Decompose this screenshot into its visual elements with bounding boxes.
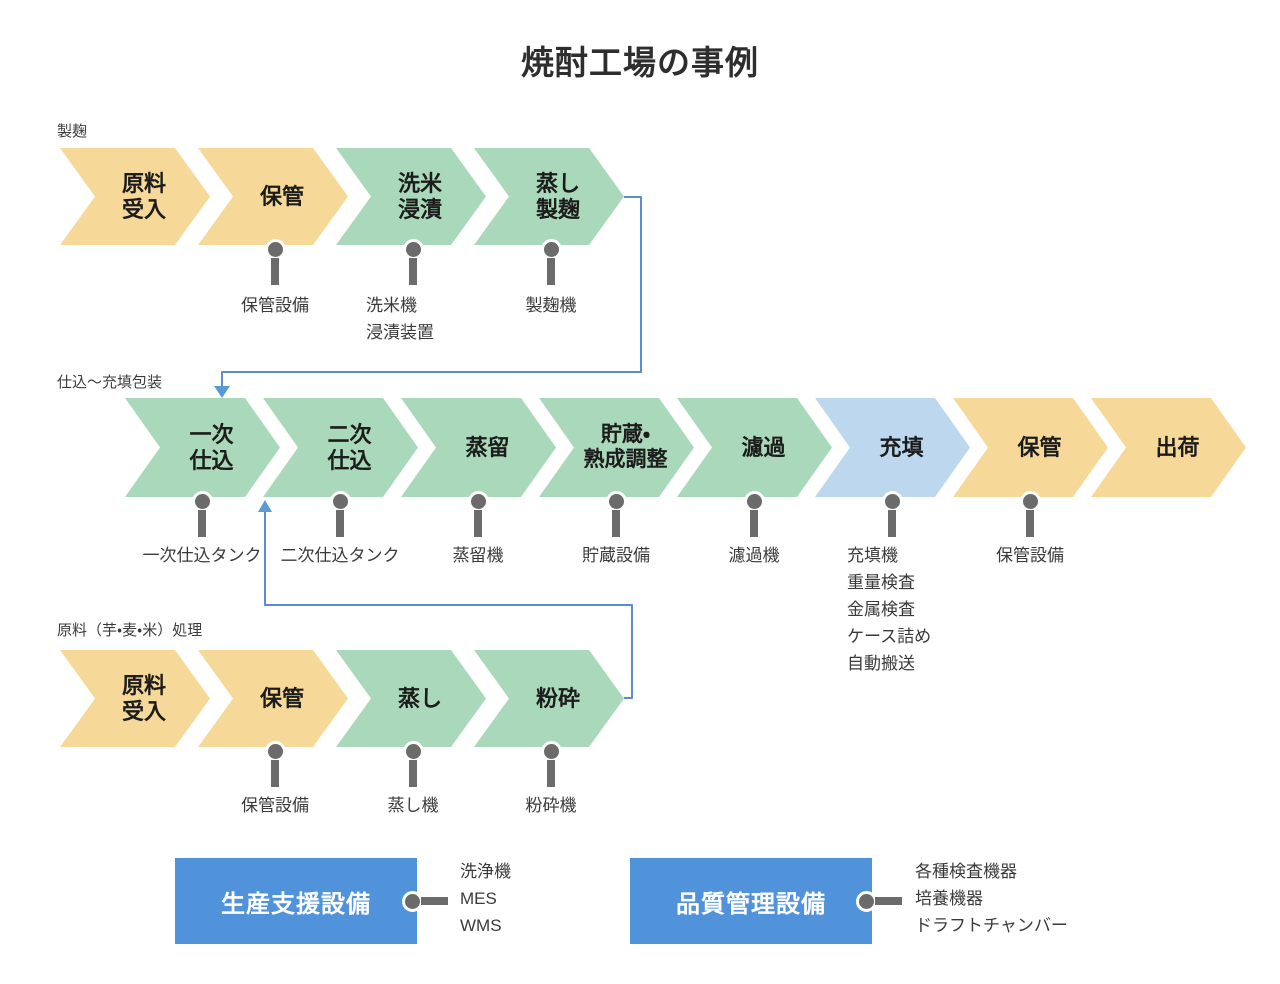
pin-icon [190, 491, 214, 537]
equipment-label-filter-machine: 濾過機 [728, 546, 780, 565]
pin-stem [336, 510, 344, 537]
pin-stem [474, 510, 482, 537]
pin-icon [263, 741, 287, 787]
production-support-items: 洗浄機 MES WMS [460, 862, 511, 935]
pin-head-icon [540, 741, 562, 762]
pin-head-icon [467, 491, 489, 512]
pin-head-icon [191, 491, 213, 512]
pin-stem [409, 258, 417, 285]
step-distillation: 蒸留 [401, 398, 556, 497]
equipment-label-storage-3: 保管設備 [241, 796, 309, 815]
pin-stem [750, 510, 758, 537]
pin-icon [402, 889, 448, 913]
pin-icon [604, 491, 628, 537]
step-steaming-koji-making: 蒸し 製麹 [474, 148, 624, 245]
step-shipping: 出荷 [1091, 398, 1246, 497]
pin-icon [880, 491, 904, 537]
equipment-label-koji-machine: 製麹機 [525, 296, 577, 315]
pin-stem [875, 897, 902, 905]
pin-stem [198, 510, 206, 537]
equipment-label-primary-mash-tank: 一次仕込タンク [142, 546, 262, 565]
pin-head-icon [264, 239, 286, 260]
section-label-shikomi: 仕込〜充填包装 [57, 374, 163, 391]
equipment-label-storage-facility: 貯蔵設備 [582, 546, 650, 565]
pin-head-icon [856, 890, 877, 912]
connector-arrowhead-up-icon [258, 500, 272, 512]
quality-control-label: 品質管理設備 [676, 890, 826, 918]
section-label-koji: 製麹 [57, 123, 88, 140]
pin-head-icon [264, 741, 286, 762]
pin-stem [547, 258, 555, 285]
equipment-label-crusher: 粉砕機 [525, 796, 577, 815]
equipment-label-washing-soaking: 洗米機 浸漬装置 [366, 296, 434, 342]
pin-icon [401, 741, 425, 787]
page-title: 焼酎工場の事例 [521, 44, 759, 81]
pin-icon [328, 491, 352, 537]
pin-stem [612, 510, 620, 537]
step-filtration: 濾過 [677, 398, 832, 497]
step-steaming: 蒸し [336, 650, 486, 747]
pin-stem [547, 760, 555, 787]
equipment-label-storage: 保管設備 [241, 296, 309, 315]
step-filling: 充填 [815, 398, 970, 497]
equipment-label-storage-facility-2: 保管設備 [996, 546, 1064, 565]
pin-icon [856, 889, 902, 913]
step-raw-material-receiving-2: 原料 受入 [60, 650, 210, 747]
pin-icon [539, 741, 563, 787]
pin-icon [1018, 491, 1042, 537]
pin-head-icon [540, 239, 562, 260]
step-storage-aging-adjustment: 貯蔵・ 熟成調整 [539, 398, 694, 497]
step-primary-mash: 一次 仕込 [125, 398, 280, 497]
pin-head-icon [743, 491, 765, 512]
equipment-label-still: 蒸留機 [452, 546, 504, 565]
pin-head-icon [605, 491, 627, 512]
step-raw-material-receiving-1: 原料 受入 [60, 148, 210, 245]
section-label-genryo: 原料（芋・麦・米）処理 [57, 622, 203, 639]
pin-stem [1026, 510, 1034, 537]
step-storage-2: 保管 [953, 398, 1108, 497]
pin-stem [271, 258, 279, 285]
pin-icon [742, 491, 766, 537]
equipment-label-steamer: 蒸し機 [387, 796, 439, 815]
step-crushing: 粉砕 [474, 650, 624, 747]
equipment-label-filling-line: 充填機 重量検査 金属検査 ケース詰め 自動搬送 [847, 546, 932, 673]
production-support-label: 生産支援設備 [221, 890, 371, 918]
equipment-label-secondary-mash-tank: 二次仕込タンク [280, 546, 400, 565]
pin-head-icon [402, 741, 424, 762]
step-storage-1: 保管 [198, 148, 348, 245]
pin-stem [421, 897, 448, 905]
pin-head-icon [881, 491, 903, 512]
connector-arrowhead-down-icon [214, 386, 230, 398]
pin-stem [271, 760, 279, 787]
pin-head-icon [329, 491, 351, 512]
pin-stem [888, 510, 896, 537]
pin-head-icon [402, 890, 423, 912]
quality-control-box: 品質管理設備 [630, 858, 872, 944]
step-secondary-mash: 二次 仕込 [263, 398, 418, 497]
step-rice-washing-soaking: 洗米 浸漬 [336, 148, 486, 245]
pin-icon [401, 239, 425, 285]
pin-icon [466, 491, 490, 537]
step-storage-3: 保管 [198, 650, 348, 747]
pin-head-icon [1019, 491, 1041, 512]
quality-control-items: 各種検査機器 培養機器 ドラフトチャンバー [915, 862, 1068, 935]
pin-head-icon [402, 239, 424, 260]
pin-icon [263, 239, 287, 285]
production-support-box: 生産支援設備 [175, 858, 417, 944]
pin-icon [539, 239, 563, 285]
pin-stem [409, 760, 417, 787]
